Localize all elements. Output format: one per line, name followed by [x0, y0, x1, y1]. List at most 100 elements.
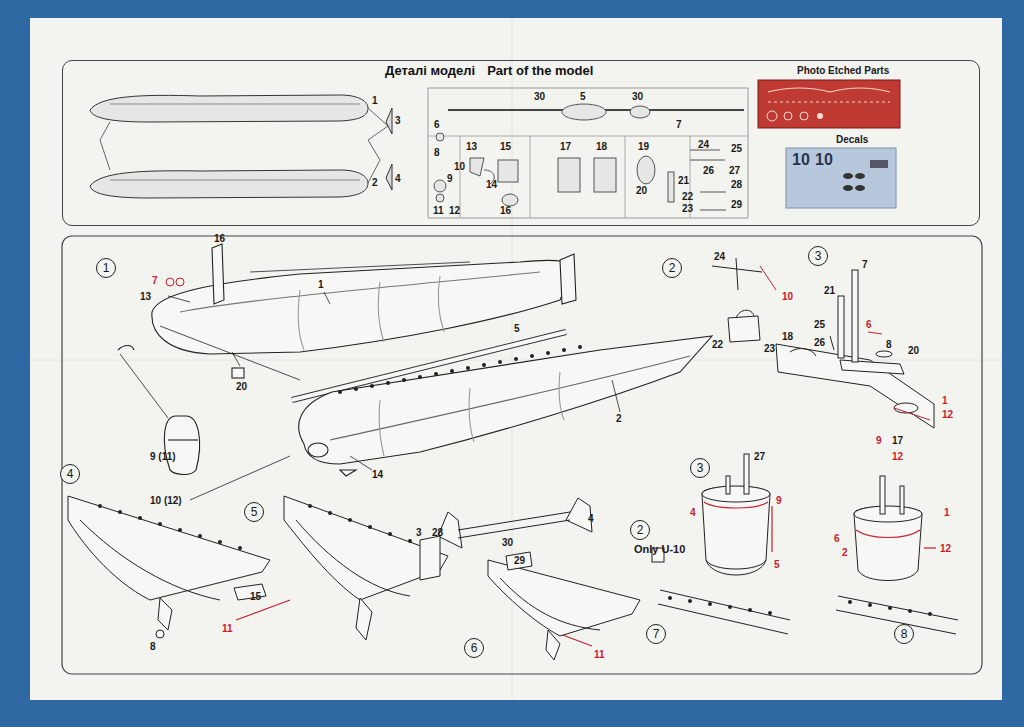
parts-sprue [428, 88, 748, 218]
step-number: 8 [901, 627, 908, 641]
callout-number: 3 [395, 116, 401, 126]
callout-number: 28 [731, 180, 742, 190]
label-text: Decals [836, 135, 868, 145]
callout-number: 20 [908, 346, 919, 356]
rivet-row [338, 345, 582, 394]
callout-number: 11 [222, 624, 233, 634]
step-number: 6 [471, 641, 478, 655]
label-text: 9 (11) [150, 452, 176, 462]
callout-number: 29 [731, 200, 742, 210]
callout-number: 11 [594, 650, 605, 660]
callout-number: 21 [678, 176, 689, 186]
steps-panel [62, 236, 982, 674]
step-number-circle: 7 [646, 624, 666, 644]
callout-number: 30 [502, 538, 513, 548]
callout-number: 17 [560, 142, 571, 152]
callout-number: 5 [774, 560, 780, 570]
step-number-circle: 5 [244, 502, 264, 522]
decal-sheet [786, 148, 896, 208]
stern-assembly [68, 496, 270, 638]
callout-number: 10 [792, 152, 810, 168]
callout-number: 9 [776, 496, 782, 506]
hull-assembly [118, 244, 712, 476]
callout-number: 1 [318, 280, 324, 290]
callout-number: 14 [372, 470, 383, 480]
step-number-circle: 3 [690, 458, 710, 478]
callout-number: 18 [596, 142, 607, 152]
callout-number: 7 [862, 260, 868, 270]
part-22-23 [712, 258, 762, 342]
panel-title: Деталі моделі [385, 63, 475, 78]
step-number-circle: 4 [60, 464, 80, 484]
callout-number: 20 [236, 382, 247, 392]
callout-number: 17 [892, 436, 903, 446]
callout-number: 15 [500, 142, 511, 152]
callout-number: 14 [486, 180, 497, 190]
callout-number: 23 [682, 204, 693, 214]
callout-number: 26 [703, 166, 714, 176]
callout-number: 30 [632, 92, 643, 102]
callout-number: 13 [140, 292, 151, 302]
callout-number: 20 [636, 186, 647, 196]
callout-number: 27 [729, 166, 740, 176]
conning-tower [836, 476, 958, 634]
step-number: 3 [697, 461, 704, 475]
callout-number: 10 [782, 292, 793, 302]
step-number-circle: 6 [464, 638, 484, 658]
callout-number: 22 [682, 192, 693, 202]
callout-number: 8 [886, 340, 892, 350]
callout-number: 27 [754, 452, 765, 462]
callout-number: 12 [449, 206, 460, 216]
step-number-circle: 2 [662, 258, 682, 278]
red-etch [856, 530, 936, 548]
label-text: Only U-10 [634, 544, 685, 555]
label-text: Photo Etched Parts [797, 66, 889, 76]
step-number: 2 [637, 523, 644, 537]
callout-number: 13 [466, 142, 477, 152]
callout-number: 21 [824, 286, 835, 296]
callout-number: 8 [434, 148, 440, 158]
panel-title: Part of the model [487, 63, 593, 78]
callout-number: 6 [434, 120, 440, 130]
callout-number: 22 [712, 340, 723, 350]
callout-number: 7 [676, 120, 682, 130]
step-number: 1 [103, 261, 110, 275]
callout-number: 12 [942, 410, 953, 420]
step-number-circle: 3 [808, 246, 828, 266]
callout-number: 12 [892, 452, 903, 462]
step-number-circle: 8 [894, 624, 914, 644]
red-etch [704, 502, 772, 552]
callout-number: 3 [416, 528, 422, 538]
callout-number: 26 [814, 338, 825, 348]
callout-number: 4 [395, 174, 401, 184]
callout-number: 15 [250, 592, 261, 602]
conning-tower [776, 270, 934, 428]
hull-sprue [90, 95, 392, 198]
callout-number: 10 [454, 162, 465, 172]
callout-number: 30 [534, 92, 545, 102]
photo-etch-fret [758, 80, 900, 128]
callout-number: 1 [942, 396, 948, 406]
callout-number: 24 [714, 252, 725, 262]
stern-assembly [488, 552, 640, 660]
step-number-circle: 1 [96, 258, 116, 278]
callout-number: 25 [731, 144, 742, 154]
red-parts [166, 266, 776, 290]
step-number-circle: 2 [630, 520, 650, 540]
red-etch [868, 332, 930, 420]
callout-number: 28 [432, 528, 443, 538]
callout-number: 9 [447, 174, 453, 184]
callout-number: 11 [433, 206, 444, 216]
callout-number: 10 [815, 152, 833, 168]
callout-number: 9 [876, 436, 882, 446]
step-number: 2 [669, 261, 676, 275]
callout-number: 1 [372, 96, 378, 106]
callout-number: 8 [150, 642, 156, 652]
callout-number: 2 [372, 178, 378, 188]
step-number: 7 [653, 627, 660, 641]
step-number: 5 [251, 505, 258, 519]
callout-number: 6 [866, 320, 872, 330]
label-text: 10 (12) [150, 496, 182, 506]
callout-number: 25 [814, 320, 825, 330]
